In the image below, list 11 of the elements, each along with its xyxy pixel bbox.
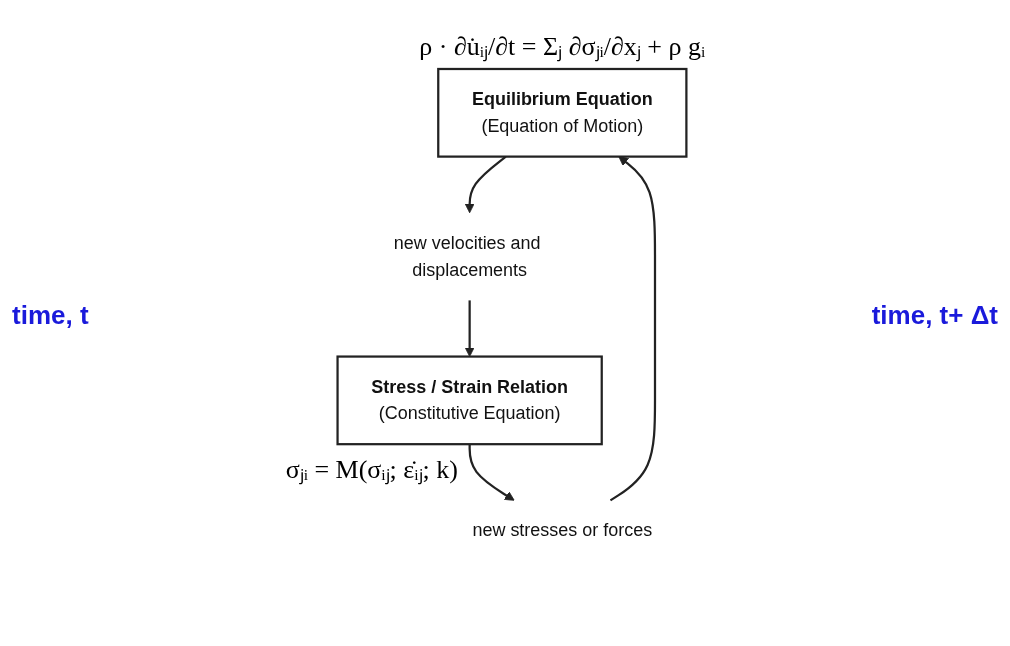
time-label: time, t [12, 300, 89, 331]
equation: ρ · ∂u̇ᵢⱼ/∂t = Σⱼ ∂σⱼᵢ/∂xⱼ + ρ gᵢ [419, 31, 706, 63]
arrow [468, 444, 515, 501]
equation: σⱼᵢ = M(σᵢⱼ; ε̇ᵢⱼ; k) [285, 454, 458, 487]
arrow [464, 300, 475, 357]
arrow [609, 156, 657, 502]
time-label: time, t+ Δt [871, 300, 998, 331]
node-box: Stress / Strain Relation (Constitutive Equation) [336, 355, 603, 446]
node-box: Equilibrium Equation (Equation of Motion) [437, 67, 688, 158]
node-text: new velocities and displacements [393, 233, 541, 280]
node-text: new stresses or forces [472, 520, 653, 540]
